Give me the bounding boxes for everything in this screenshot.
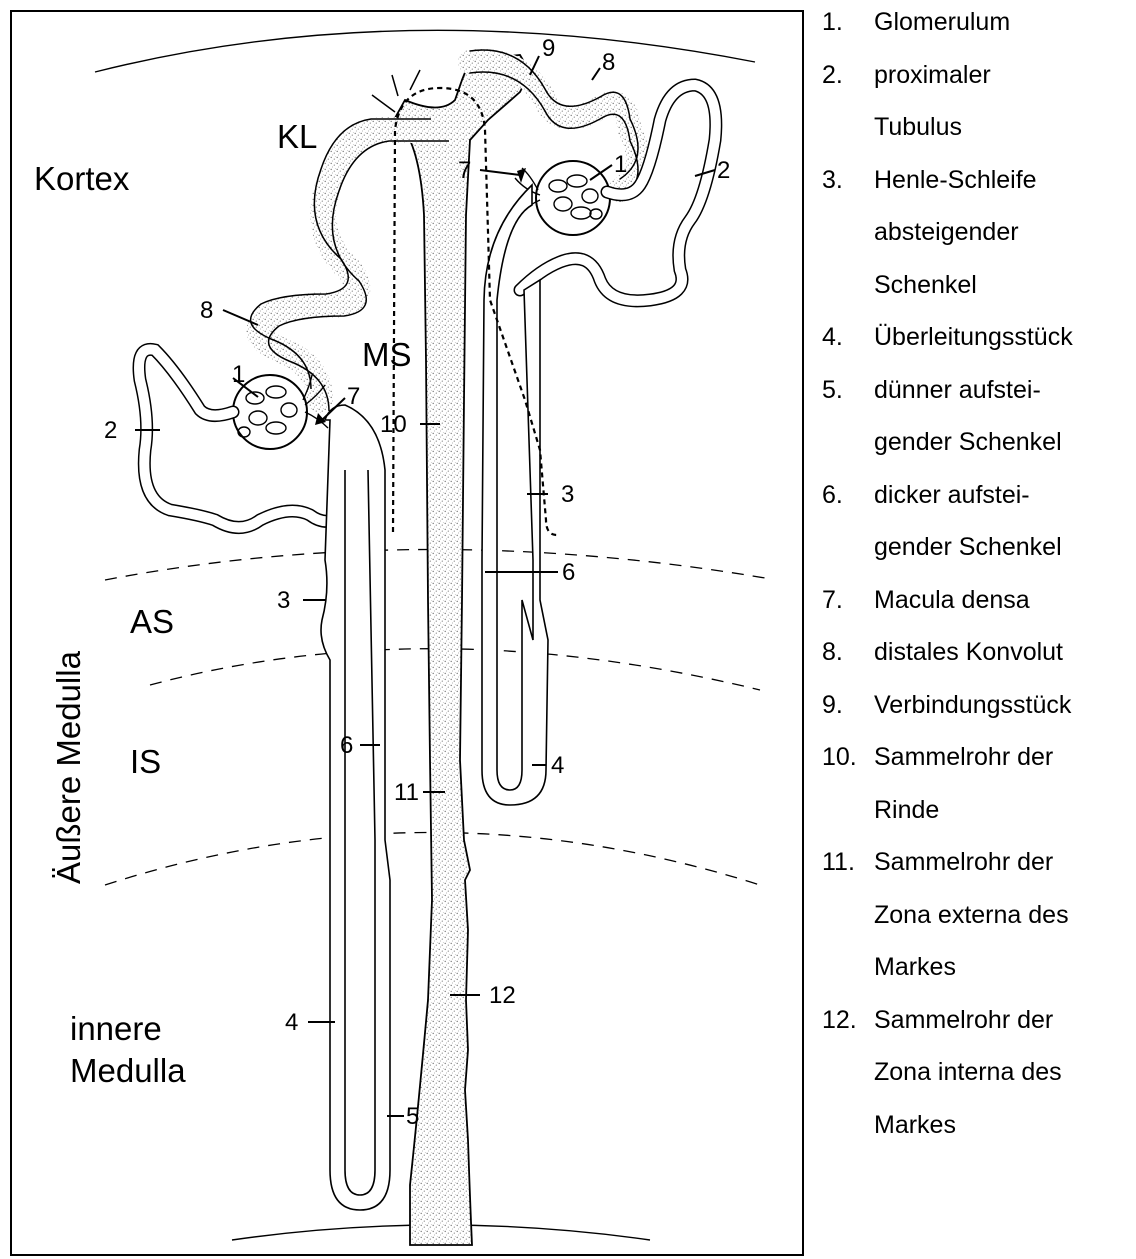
nephron-diagram: Kortex KL MS AS IS Äußere Medulla innere… [0,0,810,1259]
nephron-right [470,50,716,805]
legend-text: gender Schenkel [874,416,1062,468]
callout-5: 5 [406,1103,419,1130]
legend-text: dicker aufstei- [874,469,1030,521]
legend-text: Verbindungsstück [874,679,1071,731]
legend-text: Sammelrohr der [874,994,1053,1046]
callout-1-left: 1 [232,361,245,388]
callout-4-left: 4 [285,1009,298,1036]
callout-6-right: 6 [562,559,575,586]
legend-text: Tubulus [874,101,962,153]
label-kortex: Kortex [34,160,130,197]
legend-number: 6. [822,469,872,521]
legend-text: absteigender [874,206,1019,258]
callout-1-right: 1 [614,151,627,178]
legend-text: Sammelrohr der [874,836,1053,888]
legend-number: 3. [822,154,872,206]
nephron-left [139,119,449,1210]
legend-text: proximaler [874,49,991,101]
legend-text: Macula densa [874,574,1030,626]
legend-number: 2. [822,49,872,101]
label-innere: innere [70,1010,162,1047]
callout-11: 11 [394,779,419,806]
label-kl: KL [277,118,317,155]
label-ms: MS [362,336,412,373]
legend-number: 1. [822,0,872,48]
legend-text: Sammelrohr der [874,731,1053,783]
callout-7-right: 7 [458,157,471,184]
callout-4-right: 4 [551,752,564,779]
legend-text: Rinde [874,784,939,836]
legend-text: Zona interna des [874,1046,1062,1098]
legend-text: Schenkel [874,259,977,311]
callout-10: 10 [380,411,407,438]
label-medulla: Medulla [70,1052,186,1089]
legend-number: 10. [822,731,872,783]
callout-6-left: 6 [340,732,353,759]
label-aeussere-medulla: Äußere Medulla [50,650,87,884]
legend-text: Überleitungsstück [874,311,1073,363]
label-as: AS [130,603,174,640]
callout-3-right: 3 [561,481,574,508]
legend-number: 4. [822,311,872,363]
callout-9: 9 [542,35,555,62]
legend-text: distales Konvolut [874,626,1063,678]
legend-text: gender Schenkel [874,521,1062,573]
callout-8-left: 8 [200,297,213,324]
label-is: IS [130,743,161,780]
legend-number: 8. [822,626,872,678]
callout-2-left: 2 [104,417,117,444]
legend-text: Markes [874,941,956,993]
legend-number: 9. [822,679,872,731]
legend-text: dünner aufstei- [874,364,1041,416]
callout-2-right: 2 [717,157,730,184]
legend-text: Glomerulum [874,0,1010,48]
legend-number: 11. [822,836,872,888]
legend-text: Markes [874,1099,956,1151]
callout-3-left: 3 [277,587,290,614]
legend-number: 7. [822,574,872,626]
legend-text: Henle-Schleife [874,154,1037,206]
callout-7-left: 7 [347,383,360,410]
callout-8-right: 8 [602,49,615,76]
callout-12: 12 [489,982,516,1009]
legend-number: 12. [822,994,872,1046]
legend-number: 5. [822,364,872,416]
capsule-line [95,30,755,72]
legend-text: Zona externa des [874,889,1069,941]
nephron-svg: Kortex KL MS AS IS Äußere Medulla innere… [0,0,810,1259]
